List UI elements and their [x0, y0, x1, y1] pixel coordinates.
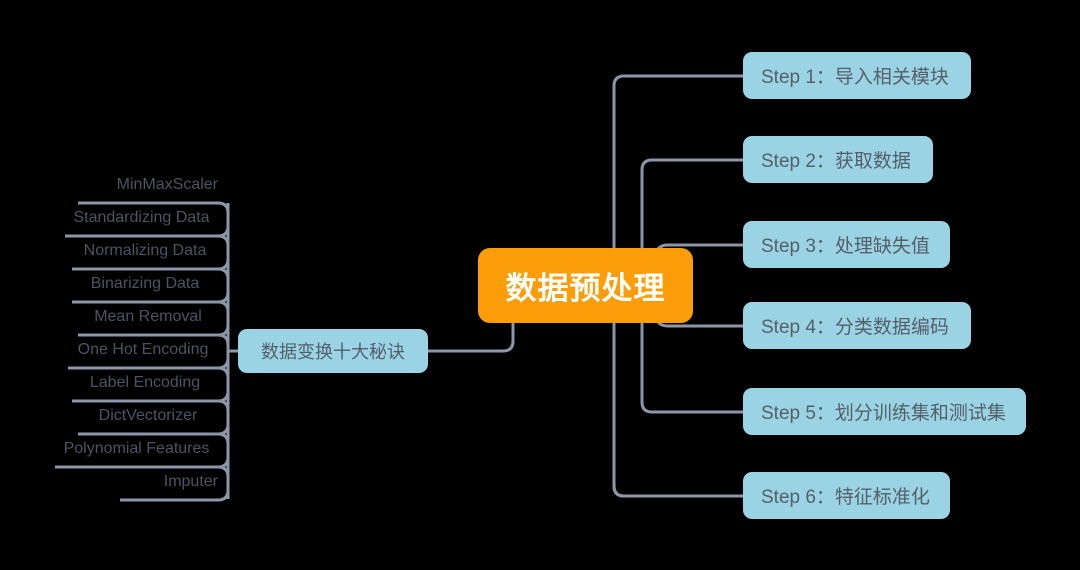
- step-node-6-label: Step 6：特征标准化: [761, 487, 930, 508]
- step-node-5-label: Step 5：划分训练集和测试集: [761, 403, 1006, 424]
- leaf-item-9-label: Polynomial Features: [63, 440, 210, 457]
- leaf-item-3[interactable]: Normalizing Data: [72, 234, 218, 268]
- branch-node-label: 数据变换十大秘诀: [261, 342, 405, 362]
- leaf-item-6[interactable]: One Hot Encoding: [68, 333, 218, 367]
- leaf-item-5[interactable]: Mean Removal: [78, 300, 218, 334]
- step-node-4[interactable]: Step 4：分类数据编码: [743, 302, 971, 349]
- center-node-label: 数据预处理: [505, 271, 666, 306]
- step-node-1-label: Step 1：导入相关模块: [761, 67, 949, 88]
- leaf-item-2-label: Standardizing Data: [73, 209, 210, 226]
- step-node-2-label: Step 2：获取数据: [761, 151, 911, 172]
- leaf-item-6-label: One Hot Encoding: [77, 341, 209, 358]
- step-node-5[interactable]: Step 5：划分训练集和测试集: [743, 388, 1026, 435]
- step-node-4-label: Step 4：分类数据编码: [761, 317, 949, 338]
- branch-node-data-transformation[interactable]: 数据变换十大秘诀: [238, 329, 428, 373]
- leaf-item-4-label: Binarizing Data: [90, 275, 200, 292]
- leaf-item-9[interactable]: Polynomial Features: [55, 432, 218, 466]
- leaf-item-5-label: Mean Removal: [94, 308, 202, 325]
- leaf-item-10[interactable]: Imputer: [120, 465, 218, 499]
- leaf-item-8[interactable]: DictVectorizer: [78, 399, 218, 433]
- step-node-2[interactable]: Step 2：获取数据: [743, 136, 933, 183]
- step-node-3-label: Step 3：处理缺失值: [761, 236, 930, 257]
- leaf-item-1[interactable]: MinMaxScaler: [78, 168, 218, 202]
- leaf-item-2[interactable]: Standardizing Data: [65, 201, 218, 235]
- step-node-6[interactable]: Step 6：特征标准化: [743, 472, 950, 519]
- leaf-item-10-label: Imputer: [163, 473, 218, 490]
- step-node-3[interactable]: Step 3：处理缺失值: [743, 221, 950, 268]
- leaf-item-4[interactable]: Binarizing Data: [72, 267, 218, 301]
- leaf-item-7-label: Label Encoding: [89, 374, 201, 391]
- step-node-1[interactable]: Step 1：导入相关模块: [743, 52, 971, 99]
- leaf-item-8-label: DictVectorizer: [98, 407, 198, 424]
- leaf-item-3-label: Normalizing Data: [83, 242, 207, 259]
- leaf-item-1-label: MinMaxScaler: [116, 176, 218, 193]
- leaf-item-7[interactable]: Label Encoding: [72, 366, 218, 400]
- center-node-data-preprocessing[interactable]: 数据预处理: [478, 248, 693, 323]
